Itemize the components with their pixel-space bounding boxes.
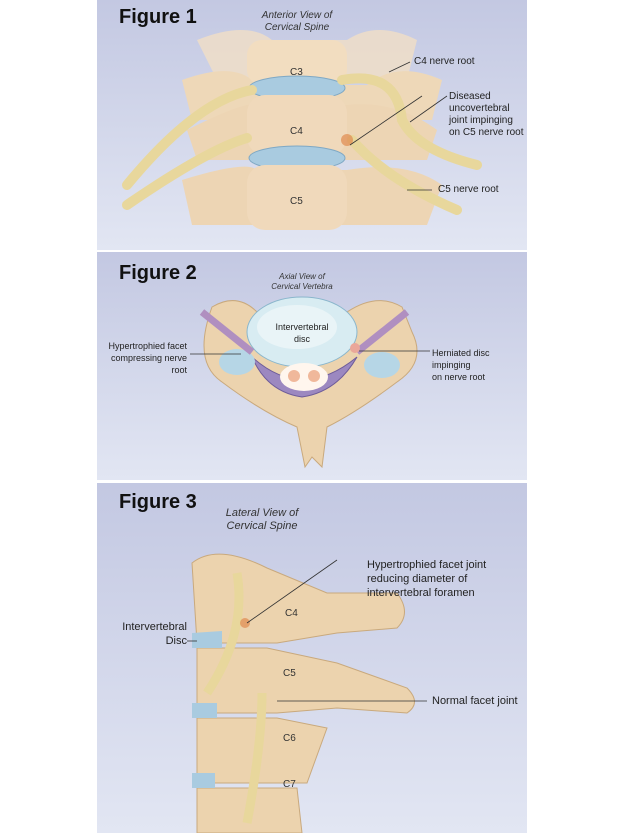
vertebra-c4-label: C4 xyxy=(290,126,303,137)
label-line: on nerve root xyxy=(432,372,486,382)
label-line: uncovertebral xyxy=(449,103,510,114)
hypertrophied-facet-label: Hypertrophied facet compressing nerve ro… xyxy=(99,340,187,376)
figure-1-title: Figure 1 xyxy=(119,6,197,28)
label-line: disc xyxy=(293,334,310,344)
hypertrophied-facet-joint-label: Hypertrophied facet joint reducing diame… xyxy=(367,558,486,600)
label-line: Herniated disc impinging xyxy=(432,348,490,370)
vertebra-c5-label: C5 xyxy=(283,668,296,679)
subtitle-line: Axial View of xyxy=(279,272,325,281)
lateral-spine-illustration xyxy=(187,553,427,833)
vertebra-c4-label: C4 xyxy=(285,608,298,619)
figure-1-subtitle: Anterior View of Cervical Spine xyxy=(247,10,347,34)
figure-2-title: Figure 2 xyxy=(119,262,197,284)
label-line: on C5 nerve root xyxy=(449,127,524,138)
anterior-spine-illustration xyxy=(122,30,482,230)
label-line: reducing diameter of xyxy=(367,573,468,585)
label-line: intervertebral foramen xyxy=(367,587,475,599)
vertebra-c6-label: C6 xyxy=(283,733,296,744)
label-line: Intervertebral xyxy=(275,322,329,332)
subtitle-line: Cervical Spine xyxy=(226,520,298,532)
c4-nerve-root-label: C4 nerve root xyxy=(414,56,475,67)
figure-1-panel: Figure 1 Anterior View of Cervical Spine… xyxy=(97,0,527,250)
c5-nerve-root-label: C5 nerve root xyxy=(438,184,499,195)
vertebra-c5-label: C5 xyxy=(290,196,303,207)
figure-3-title: Figure 3 xyxy=(119,491,197,513)
subtitle-line: Cervical Spine xyxy=(264,22,330,33)
figure-2-panel: Figure 2 Axial View of Cervical Vertebra… xyxy=(97,252,527,480)
vertebra-c7-label: C7 xyxy=(283,779,296,790)
subtitle-line: Lateral View of xyxy=(225,507,299,519)
diseased-joint-label: Diseased uncovertebral joint impinging o… xyxy=(449,91,524,139)
label-line: Intervertebral xyxy=(122,621,187,633)
vertebra-c3-label: C3 xyxy=(290,67,303,78)
label-line: Hypertrophied facet joint xyxy=(367,559,487,571)
normal-facet-joint-label: Normal facet joint xyxy=(432,695,518,707)
label-line: Hypertrophied facet xyxy=(108,341,187,351)
label-line: joint impinging xyxy=(449,115,513,126)
figure-3-panel: Figure 3 Lateral View of Cervical Spine … xyxy=(97,483,527,833)
label-line: compressing nerve root xyxy=(110,353,187,375)
label-line: Disc xyxy=(165,635,187,647)
figure-2-subtitle: Axial View of Cervical Vertebra xyxy=(252,272,352,292)
label-line: Diseased xyxy=(449,91,491,102)
herniated-disc-label: Herniated disc impinging on nerve root xyxy=(432,347,527,383)
subtitle-line: Anterior View of xyxy=(261,10,333,21)
intervertebral-disc-label: Intervertebral disc xyxy=(262,321,342,345)
figure-3-subtitle: Lateral View of Cervical Spine xyxy=(212,507,312,533)
axial-vertebra-illustration xyxy=(190,296,430,469)
subtitle-line: Cervical Vertebra xyxy=(271,282,333,291)
intervertebral-disc-label: Intervertebral Disc xyxy=(97,620,187,648)
